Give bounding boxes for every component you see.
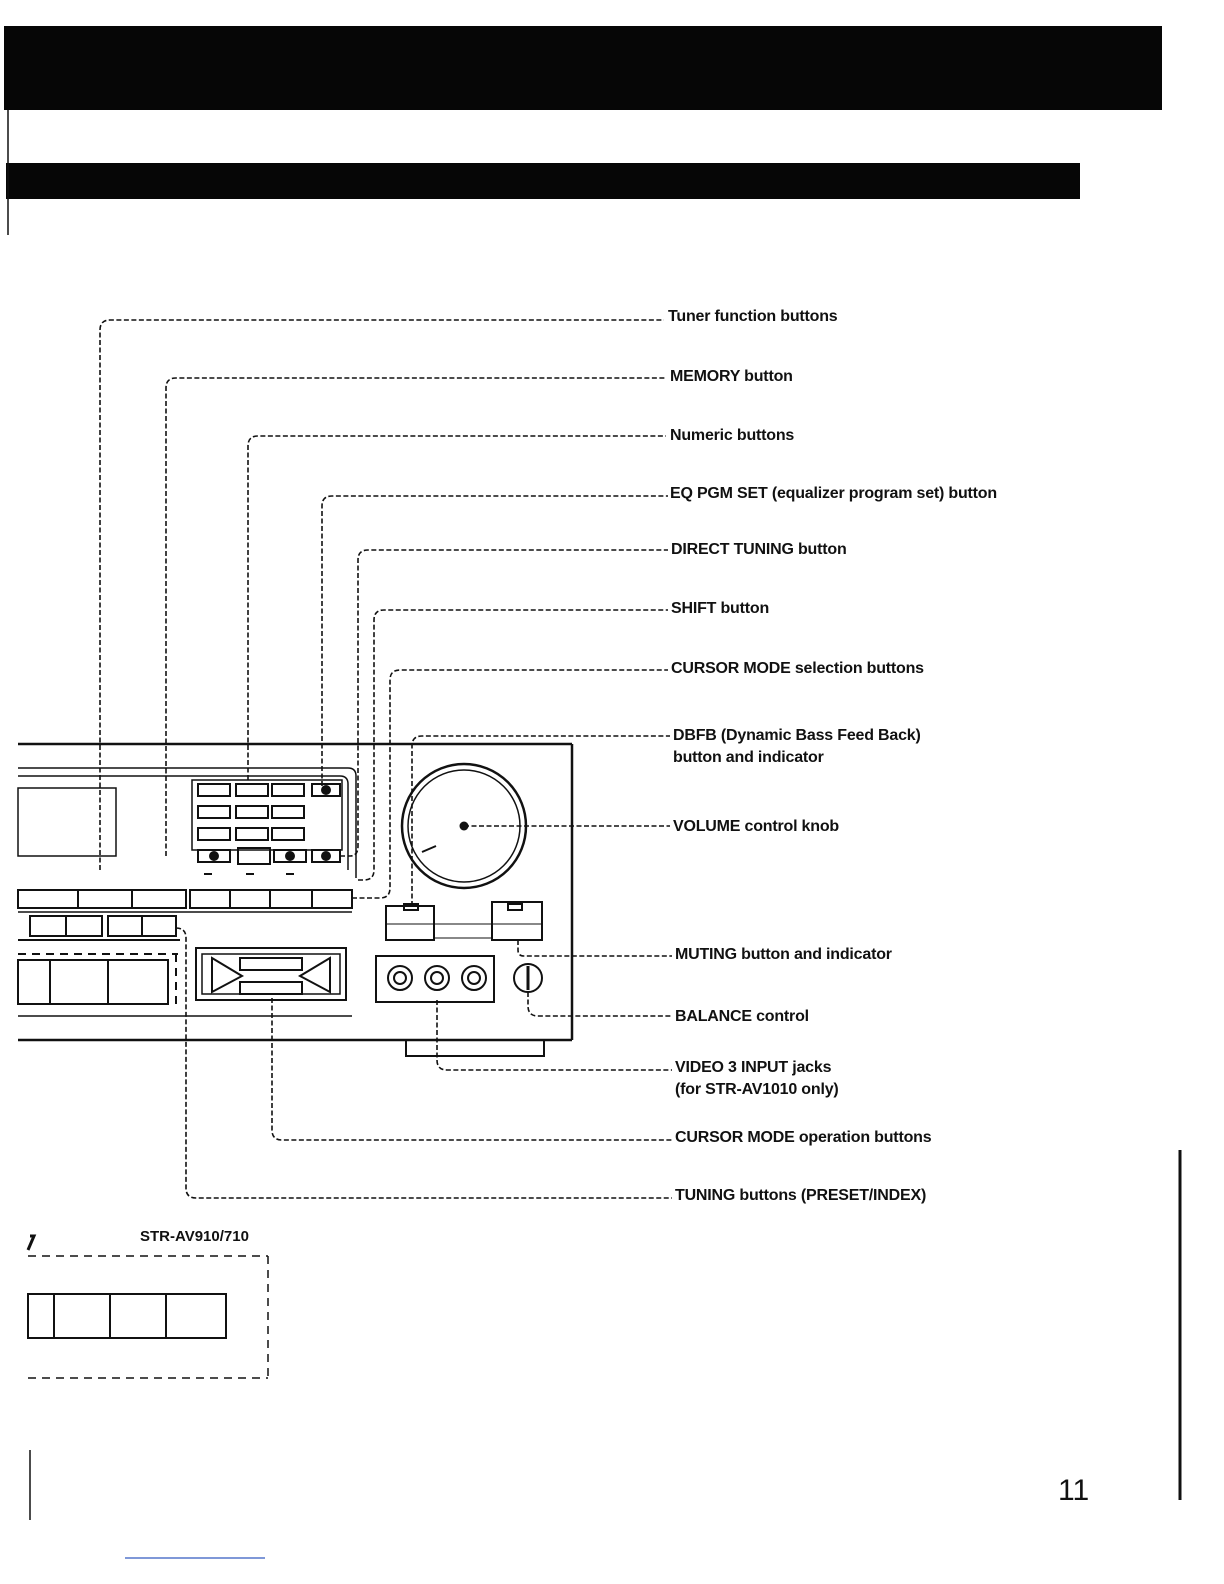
label-dbfb-button-line1: DBFB (Dynamic Bass Feed Back) bbox=[673, 727, 921, 744]
page-number: 11 bbox=[1058, 1474, 1090, 1507]
label-eq-pgm-set-button: EQ PGM SET (equalizer program set) butto… bbox=[670, 485, 997, 502]
label-cursor-mode-operation-buttons: CURSOR MODE operation buttons bbox=[675, 1129, 932, 1146]
label-tuner-function-buttons: Tuner function buttons bbox=[668, 308, 838, 325]
inset-box bbox=[26, 1234, 269, 1379]
preset-buttons-row bbox=[18, 915, 180, 941]
header-bar-second bbox=[6, 163, 1080, 199]
video3-jacks bbox=[375, 955, 543, 1003]
label-video3-input-jacks-line1: VIDEO 3 INPUT jacks bbox=[675, 1059, 832, 1076]
receiver-body bbox=[17, 742, 574, 1057]
label-memory-button: MEMORY button bbox=[670, 368, 793, 385]
label-video3-input-jacks-line2: (for STR-AV1010 only) bbox=[675, 1081, 839, 1098]
label-dbfb-button-line2: button and indicator bbox=[673, 749, 824, 766]
lower-left-buttons bbox=[17, 953, 352, 1017]
label-shift-button: SHIFT button bbox=[671, 600, 770, 617]
leader-lines bbox=[99, 319, 672, 1199]
label-tuning-buttons: TUNING buttons (PRESET/INDEX) bbox=[675, 1187, 927, 1204]
label-direct-tuning-button: DIRECT TUNING button bbox=[671, 541, 847, 558]
label-balance-control: BALANCE control bbox=[675, 1008, 809, 1025]
label-volume-control-knob: VOLUME control knob bbox=[673, 818, 839, 835]
header-bar-top bbox=[4, 26, 1162, 110]
label-numeric-buttons: Numeric buttons bbox=[670, 427, 795, 444]
inset-model-label: STR-AV910/710 bbox=[140, 1228, 249, 1245]
label-cursor-mode-selection-buttons: CURSOR MODE selection buttons bbox=[671, 660, 924, 677]
keypad-area bbox=[191, 779, 343, 875]
label-muting-button: MUTING button and indicator bbox=[675, 946, 892, 963]
volume-knob-area bbox=[385, 762, 543, 941]
cursor-operation-block bbox=[195, 947, 347, 1001]
button-strip-row bbox=[17, 889, 353, 913]
